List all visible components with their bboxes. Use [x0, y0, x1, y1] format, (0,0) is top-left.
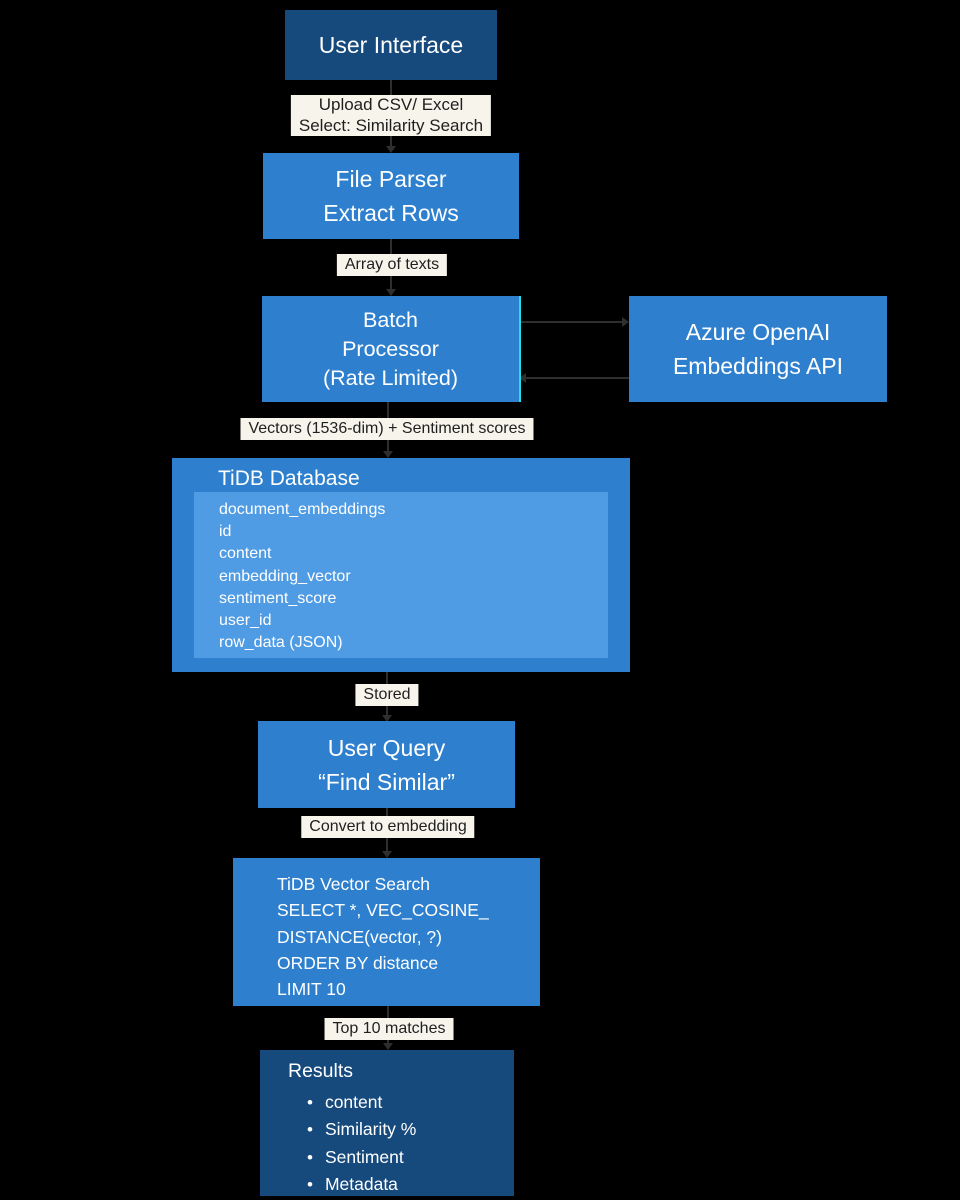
node-user-interface: User Interface — [285, 10, 497, 80]
arrow-batch-to-azure — [519, 317, 629, 327]
tidb-field: id — [219, 523, 232, 541]
node-azure-openai: Azure OpenAI Embeddings API — [629, 296, 887, 402]
node-azure-openai-line2: Embeddings API — [672, 353, 844, 379]
edge-label-upload-line1: Upload CSV/ Excel — [318, 95, 464, 114]
edge-label-stored: Stored — [355, 684, 419, 706]
edge-label-vectors: Vectors (1536-dim) + Sentiment scores — [240, 418, 534, 440]
node-batch-processor: Batch Processor (Rate Limited) — [262, 296, 519, 402]
node-user-query: User Query “Find Similar” — [258, 721, 515, 808]
results-list: content Similarity % Sentiment Metadata — [260, 1089, 514, 1198]
node-results-title: Results — [288, 1060, 354, 1082]
node-user-query-line2: “Find Similar” — [318, 768, 455, 795]
tidb-field: content — [219, 545, 272, 563]
edge-label-top-10-matches: Top 10 matches — [324, 1018, 454, 1040]
edge-label-upload: Upload CSV/ Excel Select: Similarity Sea… — [290, 95, 492, 136]
tidb-fields-panel: document_embeddings id content embedding… — [194, 492, 608, 658]
vector-search-line: LIMIT 10 — [277, 979, 346, 1000]
node-azure-openai-line1: Azure OpenAI — [685, 319, 831, 345]
node-batch-processor-line2: Processor — [342, 336, 439, 361]
vector-search-line: ORDER BY distance — [277, 952, 439, 973]
node-file-parser: File Parser Extract Rows — [263, 153, 519, 239]
tidb-field: document_embeddings — [219, 501, 386, 518]
tidb-field: sentiment_score — [219, 589, 337, 607]
selection-guide-line — [519, 296, 521, 402]
node-user-interface-label: User Interface — [318, 31, 464, 58]
node-tidb-database: TiDB Database document_embeddings id con… — [172, 458, 630, 672]
vector-search-line: TiDB Vector Search — [277, 874, 431, 894]
arrow-azure-to-batch — [519, 373, 629, 383]
node-file-parser-line1: File Parser — [335, 166, 447, 192]
edge-label-array-of-texts: Array of texts — [336, 254, 448, 276]
edge-label-convert-to-embedding: Convert to embedding — [301, 816, 475, 838]
node-results: Results content Similarity % Sentiment M… — [260, 1050, 514, 1196]
results-item: content — [260, 1089, 514, 1116]
edge-label-upload-line2: Select: Similarity Search — [298, 115, 484, 135]
node-file-parser-line2: Extract Rows — [323, 200, 459, 226]
tidb-field: embedding_vector — [219, 567, 351, 585]
node-tidb-database-title: TiDB Database — [218, 467, 360, 490]
node-tidb-vector-search: TiDB Vector Search SELECT *, VEC_COSINE_… — [233, 858, 540, 1006]
vector-search-line: SELECT *, VEC_COSINE_ — [277, 900, 489, 921]
node-batch-processor-line1: Batch — [363, 307, 418, 332]
results-item: Similarity % — [260, 1116, 514, 1143]
tidb-field: row_data (JSON) — [219, 634, 343, 652]
results-item: Metadata — [260, 1171, 514, 1198]
node-batch-processor-line3: (Rate Limited) — [322, 365, 458, 390]
tidb-field: user_id — [219, 612, 272, 630]
results-item: Sentiment — [260, 1144, 514, 1171]
vector-search-line: DISTANCE(vector, ?) — [277, 926, 442, 947]
node-user-query-line1: User Query — [327, 734, 446, 761]
